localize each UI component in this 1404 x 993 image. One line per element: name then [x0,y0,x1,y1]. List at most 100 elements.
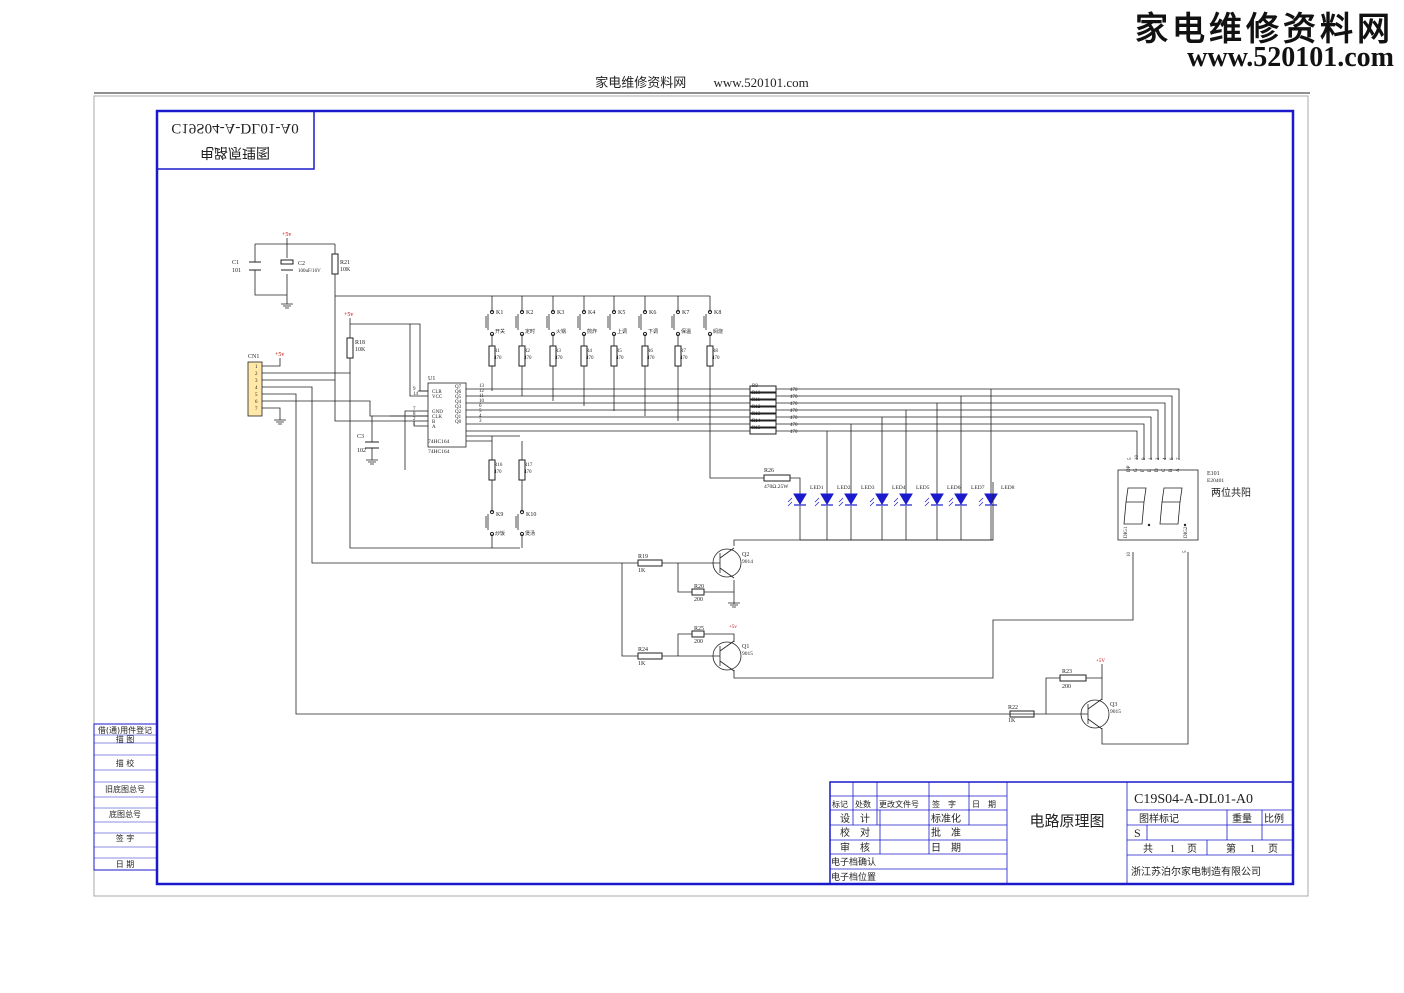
display-segment-name: DP [1127,465,1132,472]
u1-pin-name: Q3 [455,405,462,410]
title-block: 标记处数更改文件号签 字日 期 设 计 校 对 审 核 标准化 批 准 日 期 … [829,781,1294,885]
u1-pin-name: Q4 [455,400,462,405]
key-label: 保温 [681,328,691,335]
u1-shift-register: U1 74HC164 74HC164 9CLR14VCC7GND8CLK2B1A… [334,324,485,470]
display-pin-number: 10 [1135,455,1140,461]
key-resistor-value: 470 [616,356,624,361]
vcc-label-3: +5v [275,352,284,358]
r26-value: 470Ω.25W [764,484,789,490]
u1-pin-number: 1 [413,422,416,427]
tb-total-word: 共 [1143,843,1153,855]
driver-transistors: R19 1K R20 200 Q2 9014 +5v R24 1K R25 20… [621,482,1189,745]
key-ref: K5 [618,310,625,316]
key-ref: K3 [557,310,564,316]
segment-resistor-ref: R12 [752,405,761,410]
key-resistor-value: 470 [712,356,720,361]
key2-resistor-ref: R17 [524,463,533,468]
key-ref: K4 [588,310,595,316]
led-ref: LED2 [837,485,851,491]
led-ref: LED1 [810,485,824,491]
segment-resistor-value: 470 [790,430,798,435]
header-site-url: www.520101.com [713,75,809,90]
u1-pin-number: 11 [479,394,484,399]
q3-part: 9015 [1110,709,1121,715]
left-column-item: 借(通)用件登记 [98,725,152,735]
cn1-pin: 7 [255,407,258,412]
r26-resistor: R26 470Ω.25W [709,369,801,490]
left-column-item: 签 字 [116,833,135,843]
c2-ref: C2 [298,261,305,267]
segment-resistor-ref: R9 [752,384,758,389]
cn1-pin: 5 [255,393,258,398]
display-type-label: 两位共阳 [1211,486,1251,499]
r19-value: 1K [638,568,646,574]
key-label: 煎炸 [587,328,597,335]
u1-pin-number: 6 [479,404,482,409]
u1-pin-number: 4 [479,414,482,419]
display-pin-dig2: 5 [1183,550,1188,553]
display-pin-number: 4 [1163,457,1168,460]
left-column-item: 描 图 [116,734,135,744]
q1-ref: Q1 [742,644,749,650]
u1-pin-name: Q0 [455,420,462,425]
u1-pin-number: 10 [479,399,485,404]
tb-e-confirm: 电子档确认 [831,856,876,868]
segment-resistor-value: 470 [790,388,798,393]
display-dig1: DIG1 [1124,526,1129,538]
tb-weight-label: 重量 [1232,812,1252,825]
tb-date: 日 期 [931,842,961,854]
display-segment-name: F [1141,469,1146,472]
key-resistor-ref: R1 [494,349,500,354]
tb-page-number: 1 [1250,844,1255,855]
u1-pin-name: Q7 [455,385,462,390]
stamp-drawing-no: C19S04-A-DL01-A0 [171,120,299,136]
left-column-item: 旧底图总号 [105,784,145,794]
segment-resistor-ref: R10 [752,391,761,396]
segment-resistor-value: 470 [790,402,798,407]
u1-pin-number: 8 [413,412,416,417]
r24-ref: R24 [638,647,648,653]
tb-company: 浙江苏泊尔家电制造有限公司 [1131,865,1261,878]
u1-pin-name: Q2 [455,410,462,415]
u1-pin-number: 12 [479,389,485,394]
segment-resistor-value: 470 [790,423,798,428]
tb-page-word-1: 页 [1187,843,1197,855]
display-pin-number: 9 [1142,457,1147,460]
display-part: E20401 [1207,478,1224,484]
revision-header: 标记 [832,799,848,809]
r19-ref: R19 [638,554,648,560]
segment-bus: R9470R10470R11470R12470R13470R14470R1547… [466,384,1181,472]
q2-ref: Q2 [742,552,749,558]
segment-resistor-ref: R13 [752,412,761,417]
r18-value: 10K [355,347,366,353]
q3-ref: Q3 [1110,702,1117,708]
u1-pin-number: 5 [479,409,482,414]
segment-resistor-ref: R14 [752,419,761,424]
key-label: 火锅 [556,328,566,335]
key-resistor-value: 470 [680,356,688,361]
display-pin-number: 6 [1170,457,1175,460]
tb-e-location: 电子档位置 [831,871,876,883]
u1-pin-name: B [432,420,436,425]
c1-value: 101 [232,268,241,274]
key-label: 上调 [617,328,627,335]
r20-value: 200 [694,597,703,603]
key-ref: K2 [526,310,533,316]
key-label: 焖烧 [713,328,723,335]
tb-total-count: 1 [1170,844,1175,855]
vcc-label-2: +5v [344,312,353,318]
sheet-border [93,95,1309,897]
r25-value: 200 [694,639,703,645]
tb-mark-label: 图样标记 [1139,812,1179,825]
r26-ref: R26 [764,468,774,474]
u1-pin-name: Q5 [455,395,462,400]
key2-label: 炒饭 [495,530,505,537]
tb-mark-value: S [1134,826,1141,840]
tb-design: 设 计 [840,812,870,825]
display-pin-dig1: 10 [1127,552,1132,558]
u1-pin-number: 3 [479,419,482,424]
u1-part-inside: 74HC164 [428,439,450,445]
r22-value: 1K [1008,718,1016,724]
display-pin-number: 7 [1177,457,1182,460]
display-pin-number: 2 [1156,457,1161,460]
